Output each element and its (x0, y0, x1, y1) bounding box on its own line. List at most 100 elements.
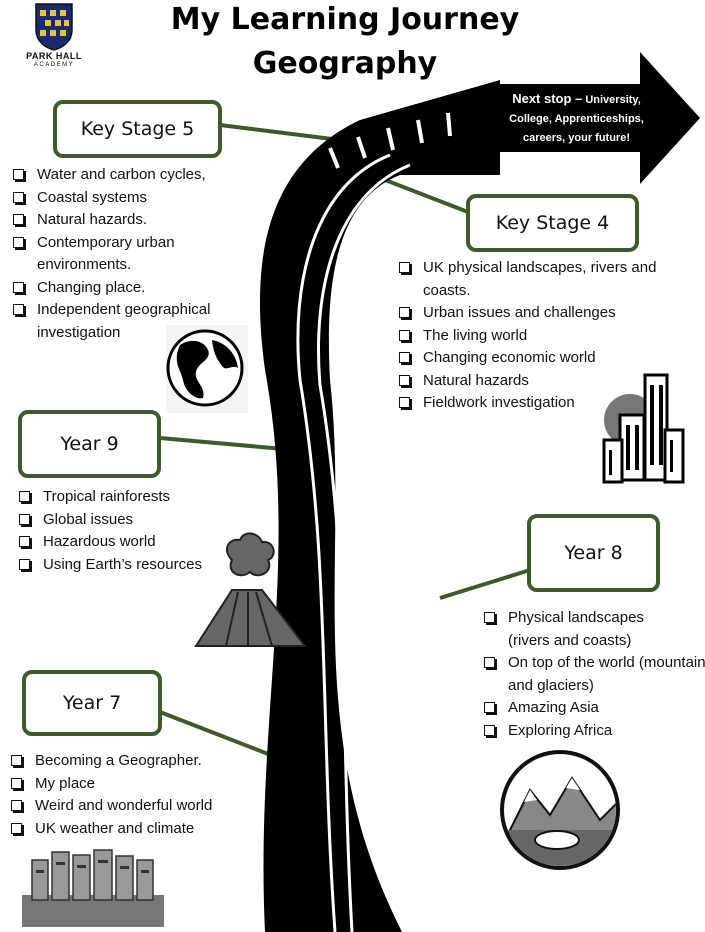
topic-text: Amazing Asia (508, 699, 599, 716)
topic-list-y9: Tropical rainforests Global issues Hazar… (16, 486, 246, 576)
list-item: Contemporary urban environments. (10, 232, 237, 277)
topic-list-ks4: UK physical landscapes, rivers and coast… (396, 257, 696, 415)
topic-text: Urban issues and challenges (423, 304, 616, 321)
connector-ks5 (219, 123, 341, 142)
list-item: Natural hazards (396, 370, 696, 393)
topic-list-y8: Physical landscapes (rivers and coasts) … (481, 607, 705, 743)
connector-ks4 (379, 176, 469, 214)
topic-text: Changing place. (37, 278, 146, 296)
list-item: On top of the world (mountains and glaci… (481, 652, 705, 697)
list-item: UK physical landscapes, rivers and coast… (396, 257, 693, 302)
list-item: UK weather and climate (8, 818, 253, 841)
list-item: Weird and wonderful world (8, 795, 253, 818)
topic-text: Physical landscapes (rivers and coasts) (508, 609, 644, 649)
checkbox-icon (399, 352, 410, 363)
topic-text: On top of the world (mountains and glaci… (508, 654, 705, 694)
list-item: Using Earth’s resources (16, 554, 246, 577)
arrow-right-icon (488, 52, 700, 184)
checkbox-icon (11, 822, 22, 834)
checkbox-icon (399, 262, 410, 273)
park-hall-crest-icon (35, 3, 73, 51)
list-item: Physical landscapes (rivers and coasts) (481, 607, 688, 652)
topic-text: Contemporary urban environments. (37, 233, 175, 274)
next-stop-line2: College, Apprenticeships, (509, 113, 644, 125)
topic-text: UK physical landscapes, rivers and coast… (423, 259, 657, 299)
connector-y9 (159, 436, 296, 452)
topic-text: Becoming a Geographer. (35, 752, 202, 769)
next-stop-line1: University, (582, 94, 641, 106)
checkbox-icon (13, 169, 24, 180)
page-subtitle: Geography (252, 46, 438, 81)
checkbox-icon (484, 724, 495, 736)
topic-text: My place (35, 774, 96, 792)
topic-text: Water and carbon cycles, (37, 166, 206, 183)
list-item: Changing economic world (396, 347, 696, 370)
list-item: Coastal systems (10, 187, 260, 210)
page-title: My Learning Journey (170, 2, 520, 37)
topic-text: Natural hazards. (37, 211, 148, 228)
checkbox-icon (399, 397, 410, 408)
checkbox-icon (19, 513, 30, 525)
volcano-icon (194, 532, 308, 647)
list-item: My place (8, 773, 253, 796)
checkbox-icon (399, 329, 410, 341)
checkbox-icon (11, 800, 22, 811)
topic-text: Using Earth’s resources (43, 555, 202, 573)
mountains-icon (500, 750, 620, 870)
school-subtitle: ACADEMY (33, 62, 75, 68)
list-item: Global issues (16, 509, 246, 532)
checkbox-icon (11, 777, 22, 789)
checkbox-icon (13, 304, 24, 315)
school-name: PARK HALL (26, 51, 82, 61)
topic-text: UK weather and climate (35, 819, 195, 837)
list-item: Urban issues and challenges (396, 302, 696, 325)
next-stop-line3: careers, your future! (523, 132, 630, 144)
list-item: Fieldwork investigation (396, 392, 696, 415)
checkbox-icon (484, 612, 495, 623)
list-item: Tropical rainforests (16, 486, 246, 509)
list-item: Exploring Africa (481, 720, 701, 743)
topic-text: Changing economic world (423, 349, 596, 366)
checkbox-icon (11, 755, 22, 766)
checkbox-icon (13, 214, 24, 225)
checkbox-icon (19, 558, 30, 570)
topic-text: Tropical rainforests (43, 488, 170, 505)
road-icon (259, 80, 500, 932)
checkbox-icon (13, 191, 24, 203)
city-buildings-icon (602, 373, 685, 484)
topic-text: Exploring Africa (508, 721, 613, 739)
checkbox-icon (399, 307, 410, 318)
checkbox-icon (19, 491, 30, 502)
stage-box-y9: Year 9 (18, 410, 161, 478)
topic-text: Hazardous world (43, 533, 156, 550)
checkbox-icon (484, 657, 495, 668)
list-item: The living world (396, 325, 696, 348)
list-item: Natural hazards. (10, 209, 260, 232)
topic-text: Weird and wonderful world (35, 797, 213, 814)
next-stop-lead: Next stop – (512, 91, 583, 106)
stage-box-y8: Year 8 (527, 514, 660, 592)
topic-text: The living world (423, 326, 528, 344)
stage-box-ks4: Key Stage 4 (466, 194, 639, 252)
list-item: Independent geographical investigation (10, 299, 272, 344)
list-item: Water and carbon cycles, (10, 164, 260, 187)
checkbox-icon (13, 236, 24, 248)
stage-box-y7: Year 7 (22, 670, 162, 736)
next-stop-text: Next stop – University, College, Apprent… (489, 90, 664, 147)
checkbox-icon (19, 536, 30, 547)
topic-text: Fieldwork investigation (423, 394, 575, 411)
list-item: Amazing Asia (481, 697, 701, 720)
globe-icon (166, 325, 248, 413)
stage-box-ks5: Key Stage 5 (53, 100, 222, 158)
checkbox-icon (399, 374, 410, 386)
topic-text: Natural hazards (423, 371, 529, 389)
topic-list-y7: Becoming a Geographer. My place Weird an… (8, 750, 253, 840)
topic-text: Coastal systems (37, 188, 148, 206)
checkbox-icon (13, 281, 24, 293)
list-item: Becoming a Geographer. (8, 750, 253, 773)
topic-text: Global issues (43, 510, 134, 528)
topic-text: Independent geographical investigation (37, 301, 211, 341)
list-item: Changing place. (10, 277, 260, 300)
connector-y8 (439, 568, 531, 600)
